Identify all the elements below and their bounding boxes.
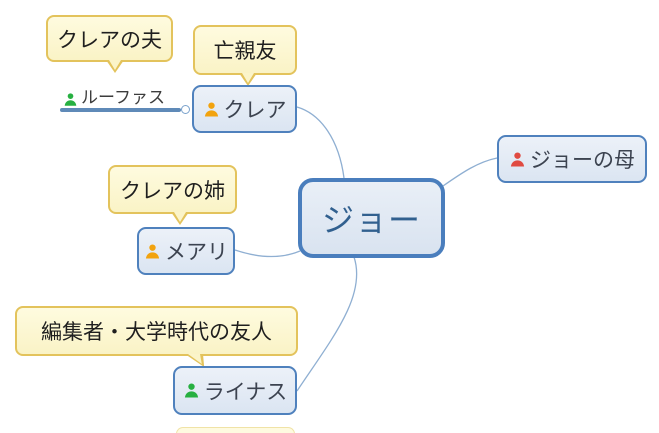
node-joe-central[interactable]: ジョー xyxy=(298,178,445,258)
callout-mary-text: クレアの姉 xyxy=(120,179,225,203)
person-red-icon xyxy=(509,151,526,168)
collapse-toggle[interactable] xyxy=(181,105,190,114)
node-claire-label: クレア xyxy=(223,99,287,122)
node-claire[interactable]: クレア xyxy=(192,85,297,133)
node-rufus-label: ルーファス xyxy=(81,88,165,107)
rufus-branch-line xyxy=(60,108,181,112)
person-orange-icon xyxy=(203,101,220,118)
node-mary-label: メアリ xyxy=(165,241,228,264)
link-joe-mother xyxy=(442,157,498,187)
person-green-icon xyxy=(63,92,78,107)
callout-mary-note[interactable]: クレアの姉 xyxy=(108,165,237,225)
callout-claire-text: 亡親友 xyxy=(213,40,277,63)
node-joe-label: ジョー xyxy=(321,202,421,238)
callout-claire-note[interactable]: 亡親友 xyxy=(193,25,297,86)
callout-rufus-note[interactable]: クレアの夫 xyxy=(46,15,173,73)
callout-linus-note[interactable]: 編集者・大学時代の友人 xyxy=(15,306,298,367)
node-linus[interactable]: ライナス xyxy=(173,366,297,415)
callout-partial-bottom[interactable] xyxy=(176,427,295,433)
node-mother-label: ジョーの母 xyxy=(530,149,635,172)
link-mary-joe xyxy=(234,249,301,258)
callout-tail xyxy=(173,211,186,222)
person-orange-icon xyxy=(144,243,161,260)
callout-rufus-text: クレアの夫 xyxy=(57,28,162,52)
person-green-icon xyxy=(183,382,200,399)
link-joe-linus xyxy=(296,256,358,392)
node-mother[interactable]: ジョーの母 xyxy=(497,135,647,183)
callout-tail xyxy=(108,59,121,70)
node-rufus[interactable]: ルーファス xyxy=(63,83,165,108)
callout-tail xyxy=(241,72,254,83)
callout-linus-text: 編集者・大学時代の友人 xyxy=(41,321,272,344)
node-linus-label: ライナス xyxy=(203,380,288,404)
link-claire-joe xyxy=(296,106,345,179)
node-mary[interactable]: メアリ xyxy=(137,227,235,275)
